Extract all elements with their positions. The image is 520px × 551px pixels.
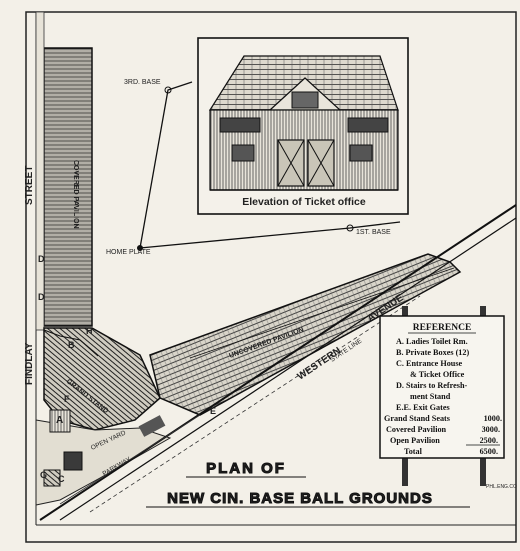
reference-item: C. Entrance House bbox=[396, 359, 463, 368]
reference-heading: REFERENCE bbox=[413, 323, 472, 333]
grand-stand bbox=[43, 327, 161, 431]
marker-d-lower: D bbox=[38, 292, 45, 302]
reference-item: D. Stairs to Refresh- bbox=[396, 381, 468, 390]
marker-d-upper: D bbox=[38, 254, 45, 264]
reference-item: ment Stand bbox=[410, 392, 451, 401]
avenue-line-outer bbox=[39, 204, 517, 521]
building-g bbox=[43, 469, 61, 487]
first-base-marker bbox=[346, 224, 354, 232]
seat-value: 2500. bbox=[480, 436, 498, 445]
covered-pavilion bbox=[43, 47, 93, 327]
building-a bbox=[49, 409, 71, 433]
findlay-label: FINDLAY bbox=[24, 342, 35, 385]
reference-item: & Ticket Office bbox=[410, 370, 465, 379]
uncovered-pavilion-divider bbox=[189, 267, 455, 359]
state-line bbox=[89, 295, 421, 513]
findlay-sidewalk bbox=[35, 11, 45, 331]
plan-title-line2: NEW CIN. BASE BALL GROUNDS bbox=[167, 490, 433, 507]
seat-label: Covered Pavilion bbox=[386, 425, 447, 434]
seat-value: 1000. bbox=[484, 414, 502, 423]
seat-label: Grand Stand Seats bbox=[384, 414, 450, 423]
marker-c: C bbox=[58, 474, 65, 484]
avenue-line-inner bbox=[59, 217, 517, 521]
street-label: STREET bbox=[24, 166, 35, 205]
seat-value: 3000. bbox=[482, 425, 500, 434]
entrance-house-c bbox=[63, 451, 83, 471]
marker-a: A bbox=[56, 415, 63, 426]
marker-g: G bbox=[40, 470, 47, 480]
reference-sign bbox=[379, 306, 505, 486]
third-base-marker bbox=[164, 86, 172, 94]
third-base-label: 3RD. BASE bbox=[124, 79, 161, 86]
plan-title-line1: PLAN OF bbox=[206, 460, 286, 477]
covered-pavilion-label: COVERED PAVILION bbox=[72, 160, 79, 229]
reference-item: E.E. Exit Gates bbox=[396, 403, 450, 412]
stand-edge bbox=[43, 329, 99, 357]
seat-label: Total bbox=[404, 447, 423, 456]
seat-label: Open Pavilion bbox=[390, 436, 440, 445]
marker-h: H bbox=[86, 326, 93, 336]
base-path-first bbox=[139, 221, 401, 249]
home-plate-label: HOME PLATE bbox=[106, 249, 151, 256]
ticket-office-caption: Elevation of Ticket office bbox=[242, 196, 366, 208]
parkway-line bbox=[59, 414, 201, 505]
home-plate-marker bbox=[137, 245, 143, 251]
marker-b: B bbox=[68, 340, 75, 350]
ticket-office-elevation bbox=[197, 37, 409, 215]
first-base-label: 1ST. BASE bbox=[356, 229, 391, 236]
base-path-third bbox=[139, 81, 193, 249]
reference-item: B. Private Boxes (12) bbox=[396, 348, 469, 357]
reference-item: A. Ladies Toilet Rm. bbox=[396, 337, 468, 346]
map-border bbox=[25, 11, 517, 543]
exit-gate bbox=[138, 415, 166, 437]
marker-e: E bbox=[210, 406, 216, 416]
engraver-mark: PHL.ENG.CO bbox=[486, 484, 517, 490]
seat-value: 6500. bbox=[480, 447, 498, 456]
marker-f: F bbox=[64, 394, 70, 404]
